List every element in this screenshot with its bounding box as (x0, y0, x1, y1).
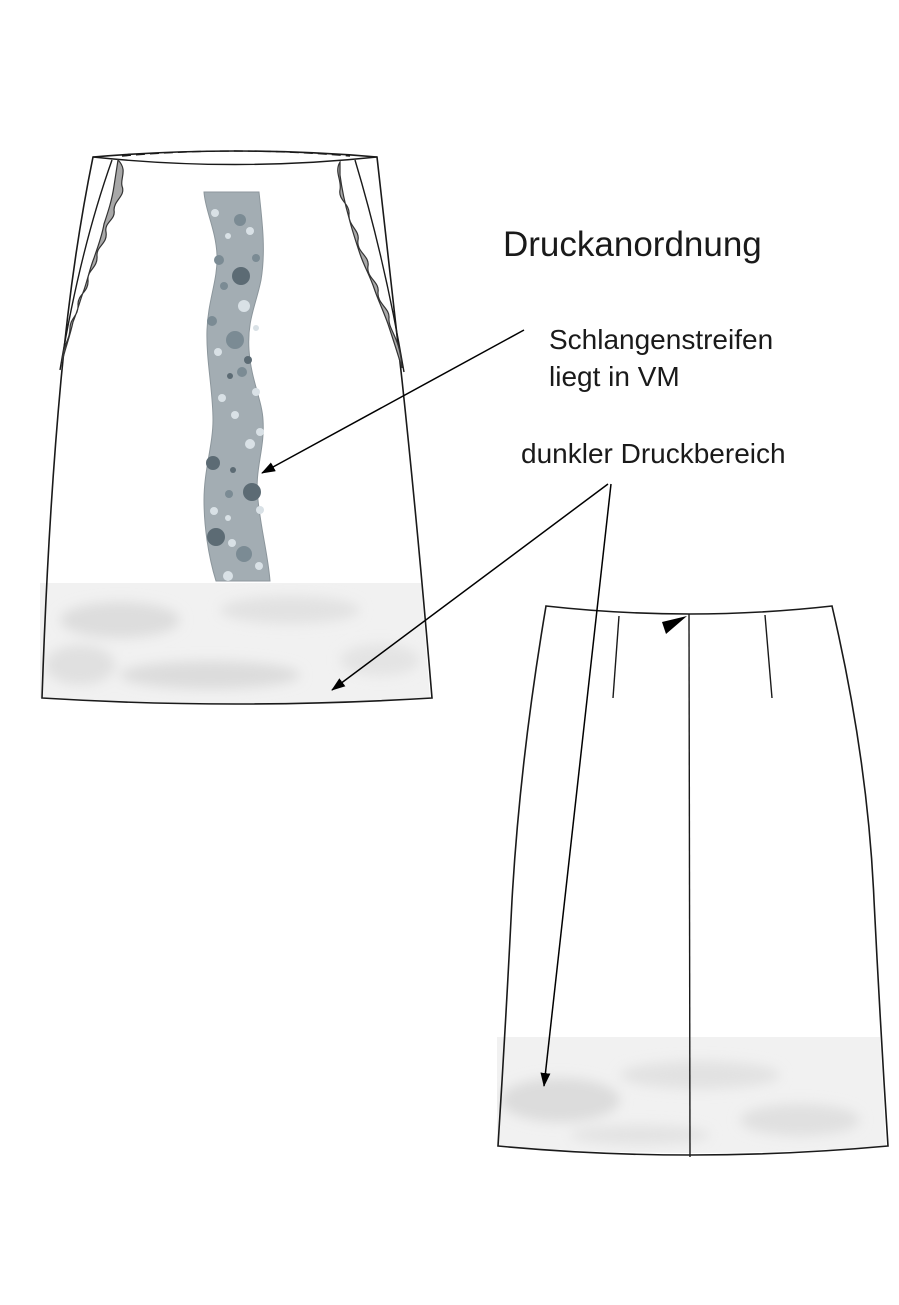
waistband-stitching (121, 150, 351, 157)
left-pocket-line (59, 159, 113, 371)
stripe-dot (244, 356, 252, 364)
annotations: Druckanordnung Schlangenstreifen liegt i… (261, 225, 786, 1087)
snake-stripe-label-line1: Schlangenstreifen (549, 324, 773, 355)
stripe-dot (223, 571, 233, 581)
front-hem-print-area (40, 583, 430, 704)
stripe-dot (225, 233, 231, 239)
left-ruffle (61, 158, 124, 363)
snake-stripe (203, 191, 271, 582)
right-pocket-line (354, 159, 405, 373)
stripe-dot (225, 515, 231, 521)
left-back-dart (612, 615, 620, 699)
back-waist-marker-arrow (662, 616, 687, 634)
stripe-dot (252, 388, 260, 396)
back-hem-print-area (497, 1037, 886, 1153)
stripe-dot (238, 300, 250, 312)
stripe-dot (256, 428, 264, 436)
front-print-area-arrow (331, 483, 609, 691)
stripe-dot (252, 254, 260, 262)
stripe-dot (210, 507, 218, 515)
stripe-dot (214, 255, 224, 265)
stripe-dot (227, 373, 233, 379)
right-back-dart (764, 614, 773, 699)
snake-stripe-label-line2: liegt in VM (549, 361, 680, 392)
back-skirt-outline (497, 605, 889, 1156)
diagram-title: Druckanordnung (503, 225, 762, 264)
front-waistband (92, 156, 378, 166)
stripe-dot (237, 367, 247, 377)
back-skirt (497, 605, 889, 1158)
stripe-dot (253, 325, 259, 331)
stripe-dot (207, 316, 217, 326)
stripe-dot (232, 267, 250, 285)
stripe-dot (218, 394, 226, 402)
front-skirt-outline (41, 150, 433, 705)
stripe-dot (230, 467, 236, 473)
stripe-dot (255, 562, 263, 570)
stripe-dot (207, 528, 225, 546)
stripe-dot (211, 209, 219, 217)
center-back-seam (688, 613, 691, 1158)
snake-stripe-arrow (261, 329, 525, 474)
stripe-dot (234, 214, 246, 226)
stripe-dot (256, 506, 264, 514)
front-skirt (40, 150, 433, 705)
stripe-dot (226, 331, 244, 349)
back-print-area-arrow (540, 483, 612, 1087)
stripe-dot (228, 539, 236, 547)
stripe-dot (225, 490, 233, 498)
stripe-dot (206, 456, 220, 470)
stripe-dot (243, 483, 261, 501)
stripe-dot (231, 411, 239, 419)
stripe-dot (236, 546, 252, 562)
stripe-dot (245, 439, 255, 449)
stripe-dot (220, 282, 228, 290)
stripe-dot (214, 348, 222, 356)
dark-print-area-label: dunkler Druckbereich (521, 438, 786, 469)
right-ruffle (337, 159, 403, 369)
stripe-dot (246, 227, 254, 235)
